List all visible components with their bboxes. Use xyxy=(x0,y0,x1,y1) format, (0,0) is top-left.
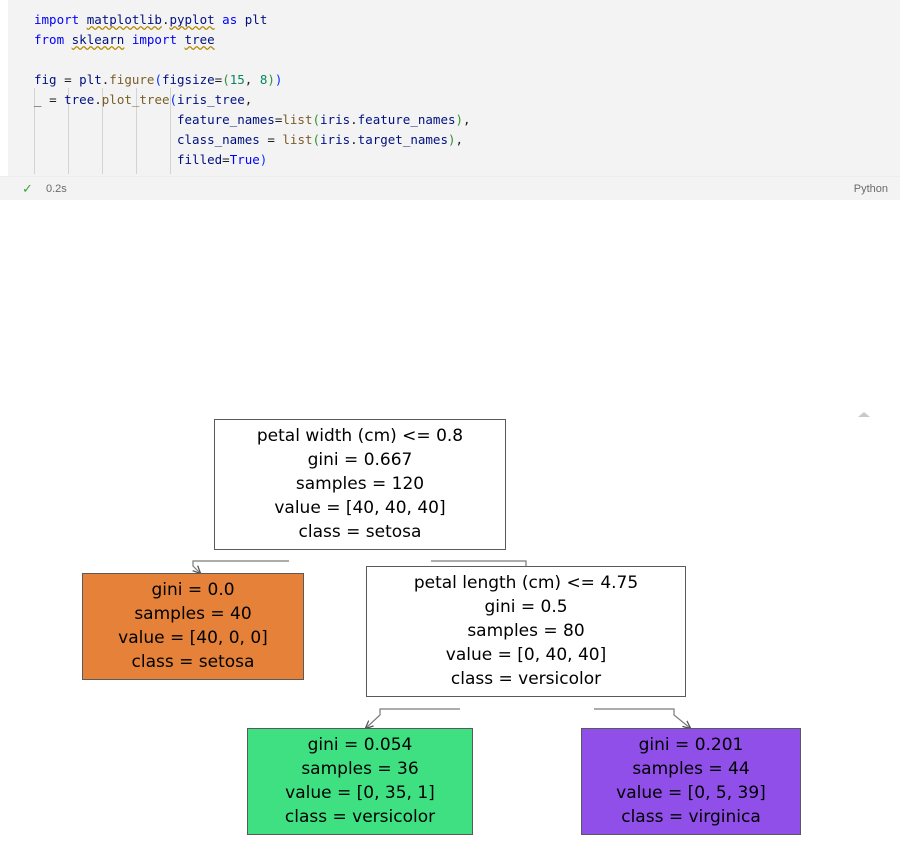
edge-root-to-setosa xyxy=(193,560,289,573)
tree-node-internal-2[interactable]: petal length (cm) <= 4.75 gini = 0.5 sam… xyxy=(366,566,686,697)
indent-guide xyxy=(34,88,35,174)
cell-output-area: petal width (cm) <= 0.8 gini = 0.667 sam… xyxy=(0,200,900,835)
node-gini: gini = 0.0 xyxy=(151,580,235,600)
node-value: value = [0, 40, 40] xyxy=(445,645,607,665)
node-value: value = [0, 35, 1] xyxy=(285,783,435,803)
node-samples: samples = 36 xyxy=(301,759,419,779)
node-class: class = setosa xyxy=(131,652,255,672)
node-samples: samples = 120 xyxy=(295,474,425,494)
node-value: value = [0, 5, 39] xyxy=(616,783,766,803)
node-class: class = virginica xyxy=(621,807,761,827)
indent-guide xyxy=(68,88,69,174)
node-class: class = setosa xyxy=(298,522,422,542)
node-class: class = versicolor xyxy=(284,807,436,827)
check-icon: ✓ xyxy=(22,181,33,196)
node-condition: petal length (cm) <= 4.75 xyxy=(413,573,639,593)
notebook-code-cell[interactable]: import matplotlib.pyplot as plt from skl… xyxy=(0,0,900,201)
node-value: value = [40, 0, 0] xyxy=(118,628,268,648)
node-gini: gini = 0.054 xyxy=(307,735,413,755)
indent-guide xyxy=(170,88,171,174)
kernel-language-label[interactable]: Python xyxy=(853,183,888,195)
node-gini: gini = 0.667 xyxy=(307,450,413,470)
node-samples: samples = 44 xyxy=(632,759,750,779)
source-code[interactable]: import matplotlib.pyplot as plt from skl… xyxy=(34,12,471,167)
tree-node-versicolor-leaf[interactable]: gini = 0.054 samples = 36 value = [0, 35… xyxy=(247,728,473,835)
execution-time-label: 0.2s xyxy=(46,183,67,195)
caret-up-icon[interactable] xyxy=(858,412,870,417)
tree-node-setosa-leaf[interactable]: gini = 0.0 samples = 40 value = [40, 0, … xyxy=(82,573,304,680)
cell-status-bar: ✓ 0.2s Python xyxy=(0,176,900,201)
code-editor-area[interactable]: import matplotlib.pyplot as plt from skl… xyxy=(8,0,900,176)
node-samples: samples = 80 xyxy=(467,621,585,641)
node-gini: gini = 0.5 xyxy=(484,597,568,617)
node-gini: gini = 0.201 xyxy=(638,735,744,755)
node-condition: petal width (cm) <= 0.8 xyxy=(256,426,464,446)
tree-node-root[interactable]: petal width (cm) <= 0.8 gini = 0.667 sam… xyxy=(214,419,506,550)
indent-guide xyxy=(136,88,137,174)
node-class: class = versicolor xyxy=(450,669,602,689)
edge-internal2-to-virginica xyxy=(594,708,690,728)
tree-node-virginica-leaf[interactable]: gini = 0.201 samples = 44 value = [0, 5,… xyxy=(581,728,801,835)
cell-left-gutter xyxy=(0,0,8,176)
edge-internal2-to-versicolor xyxy=(366,708,460,728)
node-value: value = [40, 40, 40] xyxy=(274,498,446,518)
indent-guide xyxy=(102,88,103,174)
node-samples: samples = 40 xyxy=(134,604,252,624)
